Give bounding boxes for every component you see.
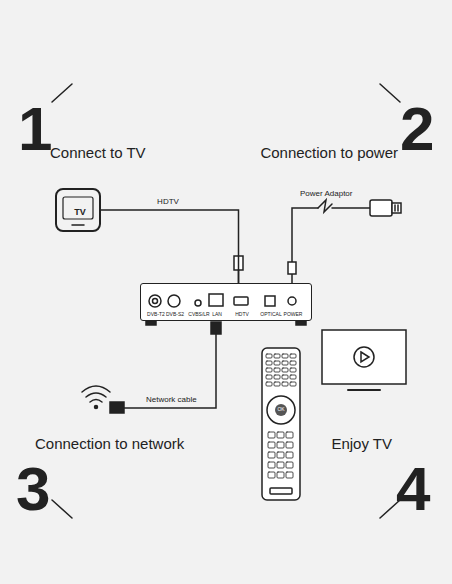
remote-button	[282, 354, 288, 358]
cable-label: Power Adaptor	[300, 190, 352, 199]
port-label: DVB-T2	[147, 312, 165, 317]
remote-button	[282, 382, 288, 386]
remote-button	[270, 488, 292, 494]
port	[168, 295, 180, 307]
box-foot	[146, 321, 156, 325]
port-label: HDTV	[235, 312, 249, 317]
remote-button	[277, 452, 284, 458]
slash	[52, 84, 72, 102]
tv-icon: TV	[55, 188, 101, 232]
remote-button	[290, 375, 296, 379]
power-wire	[332, 207, 370, 209]
remote-button	[274, 382, 280, 386]
step-title: Connection to power	[260, 145, 398, 162]
step-number: 1	[18, 98, 52, 160]
remote-button	[277, 472, 284, 478]
tv-screen	[322, 330, 406, 384]
lan-plug	[211, 322, 221, 334]
port-label: CVBS/LR	[188, 312, 209, 317]
slash	[380, 84, 400, 102]
power-plug	[288, 262, 296, 274]
port	[195, 300, 201, 306]
play-icon	[354, 347, 374, 367]
hdmi-cable	[101, 210, 239, 283]
power-adaptor	[370, 200, 392, 216]
remote-button	[274, 375, 280, 379]
remote-body	[262, 348, 300, 500]
power-port	[288, 297, 296, 305]
port-label: DVB-S2	[166, 312, 184, 317]
step-title: Enjoy TV	[331, 436, 392, 453]
port	[153, 299, 158, 304]
pin	[394, 205, 396, 211]
remote-button	[286, 452, 293, 458]
wifi-icon	[82, 386, 110, 392]
power-zigzag	[318, 200, 332, 212]
wifi-icon	[86, 393, 106, 397]
node-label: TV	[74, 208, 86, 217]
network-wire	[124, 334, 216, 408]
remote-button	[266, 354, 272, 358]
port	[149, 295, 161, 307]
remote-button	[277, 442, 284, 448]
remote-button	[277, 432, 284, 438]
play-icon	[361, 352, 369, 362]
remote-button	[274, 354, 280, 358]
ok-button	[275, 404, 287, 416]
remote-button	[268, 432, 275, 438]
step-number: 3	[16, 458, 50, 520]
box-foot	[296, 321, 306, 325]
slash	[52, 500, 72, 518]
remote-button	[266, 368, 272, 372]
remote-button	[282, 361, 288, 365]
remote-button	[282, 368, 288, 372]
pin	[397, 205, 399, 211]
step-title: Connect to TV	[50, 145, 146, 162]
remote-button	[266, 382, 272, 386]
step-number: 4	[396, 458, 430, 520]
cable-label: Network cable	[146, 396, 197, 405]
set-top-box: DVB-T2DVB-S2 CVBS/LRLAN HDTV OPTICALPOWER	[140, 283, 312, 321]
port-label: POWER	[284, 312, 303, 317]
button-label: OK	[277, 407, 284, 413]
tv-screen	[63, 197, 93, 219]
tv-stand	[72, 224, 84, 226]
remote-button	[290, 382, 296, 386]
remote-button	[266, 361, 272, 365]
remote-button	[290, 368, 296, 372]
remote-button	[277, 462, 284, 468]
tv-stand	[348, 389, 380, 391]
step-number: 2	[400, 98, 434, 160]
remote-button	[290, 361, 296, 365]
step-title: Connection to network	[35, 436, 184, 453]
remote-button	[266, 375, 272, 379]
remote-button	[268, 462, 275, 468]
power-adaptor-pins	[392, 203, 401, 213]
remote-button	[286, 442, 293, 448]
optical-port	[265, 296, 275, 306]
remote-button	[290, 354, 296, 358]
wifi-icon	[90, 400, 102, 403]
remote-dpad	[267, 396, 295, 424]
edge-label: HDTV	[157, 198, 179, 207]
port-label: LAN	[212, 312, 222, 317]
remote-button	[286, 462, 293, 468]
remote-button	[268, 472, 275, 478]
remote-button	[282, 375, 288, 379]
box-fill	[140, 283, 312, 321]
remote-button	[268, 442, 275, 448]
remote-button	[286, 432, 293, 438]
wifi-icon	[95, 406, 98, 409]
remote-button	[274, 361, 280, 365]
remote-button	[268, 452, 275, 458]
port-label: OPTICAL	[260, 312, 281, 317]
hdmi-port	[234, 297, 248, 305]
lan-plug	[110, 402, 124, 413]
remote-button	[274, 368, 280, 372]
remote-button	[286, 472, 293, 478]
lan-port	[209, 294, 223, 306]
